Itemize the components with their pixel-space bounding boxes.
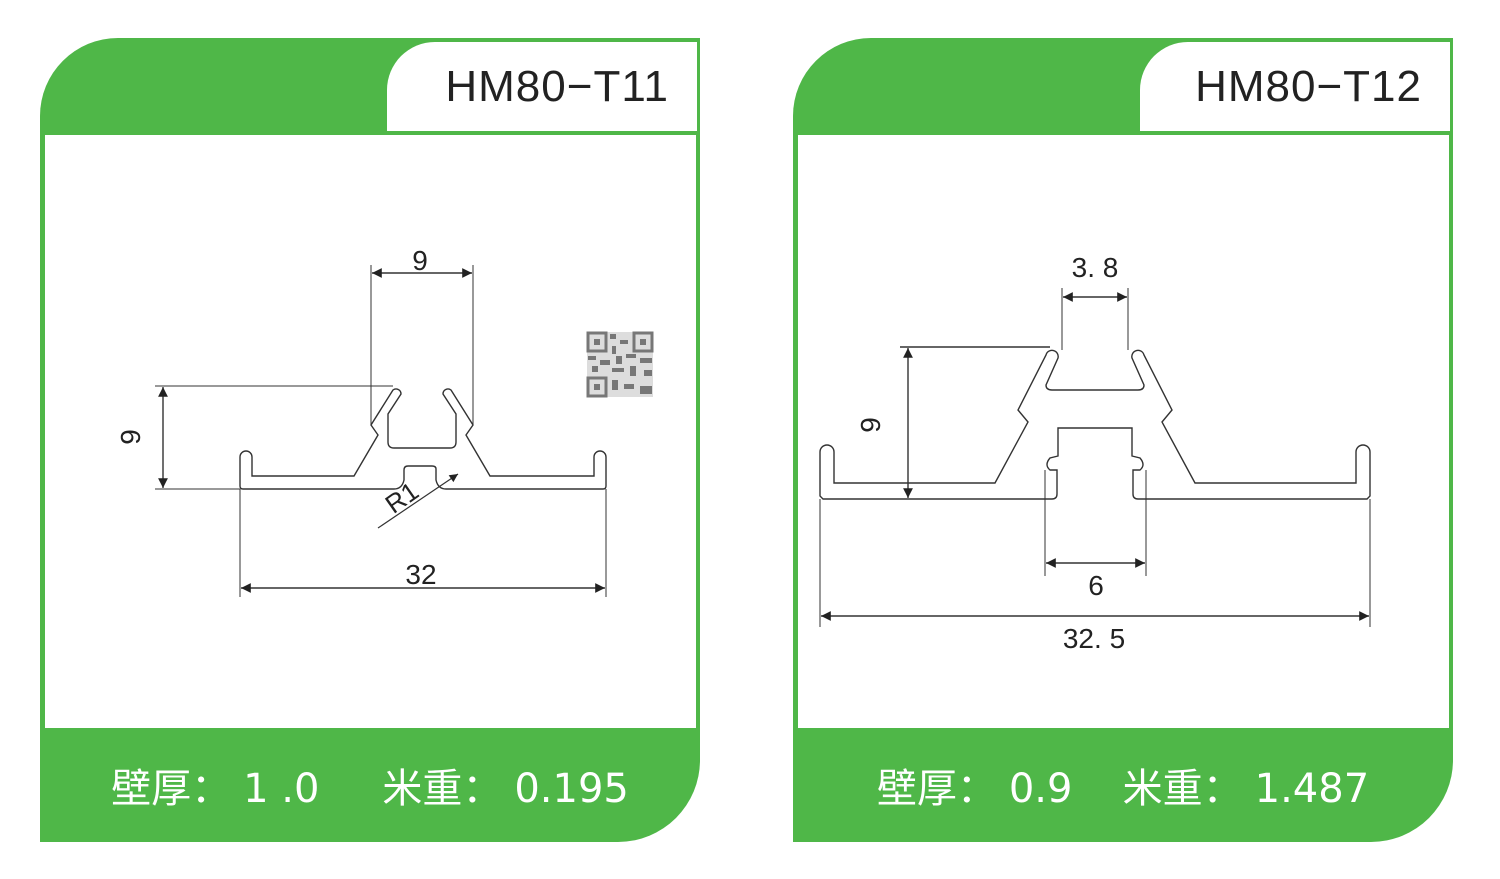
product-model: HM80−T12 [1195,62,1422,111]
profile-outline [239,388,607,490]
dimensions-hm80-t11 [155,265,607,597]
dim-height: 9 [115,429,146,445]
dimensions-hm80-t12 [819,288,1371,627]
spec-line: 壁厚：0.9 米重：1.487 [793,756,1453,814]
profile-hm80-t12 [819,349,1371,500]
wall-thickness-label: 壁厚： [876,766,997,812]
drawing-area [45,135,696,728]
dim-radius: R1 [380,476,424,520]
title-tab: HM80−T12 [1140,42,1450,131]
weight-value: 1.487 [1254,766,1370,812]
dim-top-width: 9 [412,245,428,276]
wall-thickness-value: 1 .0 [243,766,320,812]
wall-thickness-value: 0.9 [1008,766,1073,812]
qr-code [586,331,654,398]
title-tab: HM80−T11 [387,42,697,131]
profile-outline [819,349,1371,500]
dim-total-width: 32 [405,559,436,590]
dim-bottom-width: 6 [1088,570,1104,601]
product-card-hm80-t11: HM80−T11 壁厚：1 .0 米重：0.195 [40,38,700,842]
wall-thickness-label: 壁厚： [111,766,232,812]
spec-line: 壁厚：1 .0 米重：0.195 [40,756,700,814]
profile-hm80-t11 [239,388,607,490]
dim-top-width: 3. 8 [1072,252,1119,283]
product-model: HM80−T11 [445,62,669,111]
weight-label: 米重： [382,766,503,812]
weight-label: 米重： [1122,766,1243,812]
weight-value: 0.195 [514,766,629,812]
dim-total-width: 32. 5 [1063,623,1125,654]
dim-height: 9 [855,417,886,433]
